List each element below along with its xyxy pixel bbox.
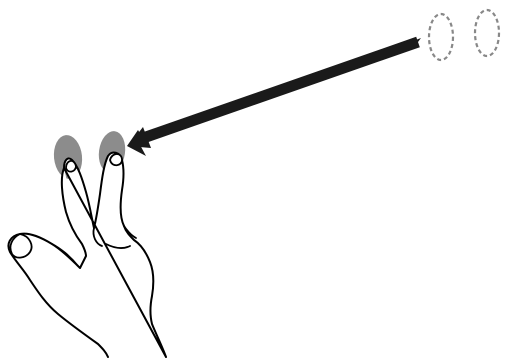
- arrow-left-icon: [127, 36, 421, 156]
- dashed-ellipse-icon: [427, 12, 455, 62]
- start-positions: [427, 8, 501, 62]
- hand-peace-icon: [7, 151, 167, 358]
- dashed-ellipse-icon: [473, 8, 501, 58]
